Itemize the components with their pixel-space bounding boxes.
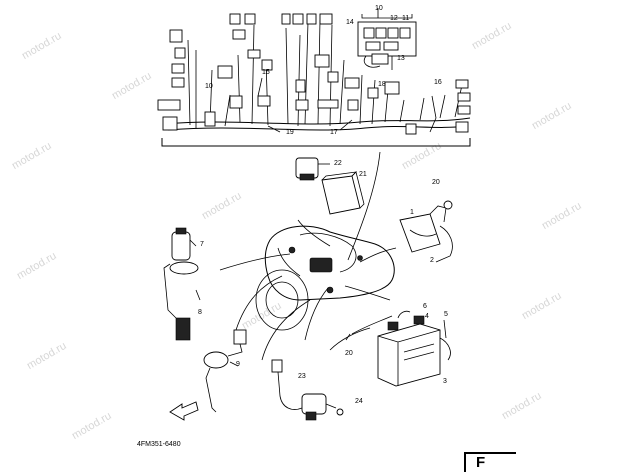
callout-5: 5 [444,311,448,318]
callout-15: 15 [262,69,270,76]
part-1-starter-relay [399,200,453,263]
callout-24: 24 [355,398,363,405]
callout-10: 10 [375,5,383,12]
callout-6: 6 [423,303,427,310]
callout-12: 12 [390,15,398,22]
callout-14: 14 [346,19,354,26]
part-7-ignition-switch [163,227,201,341]
part-3-battery [345,310,451,387]
callout-1: 1 [410,209,414,216]
callout-7: 7 [200,241,204,248]
part-9-switch [203,329,247,413]
callout-11: 11 [402,15,409,22]
callout-18: 18 [378,81,386,88]
part-21-control-unit [321,171,365,215]
callout-17: 17 [330,129,338,136]
callout-22: 22 [334,160,342,167]
leader-lines [219,151,397,361]
wire-harness-assembly [157,8,471,147]
callout-20: 20 [432,179,440,186]
callout-8: 8 [198,309,202,316]
callout-20b: 20 [345,350,353,357]
part-22-relay [295,157,330,181]
callout-9: 9 [236,361,240,368]
callout-16: 16 [434,79,442,86]
callout-labels: 1 2 3 4 5 6 7 8 9 10 11 12 13 14 15 16 1… [198,5,448,405]
corner-mark: F [464,452,516,472]
part-23-sensor [271,359,344,421]
front-arrow-icon [169,401,199,421]
callout-10-left: 10 [205,83,213,90]
callout-4: 4 [425,313,429,320]
callout-2: 2 [430,257,434,264]
vehicle-outline [255,225,395,331]
callout-3: 3 [443,378,447,385]
part-code: 4FM351-6480 [137,441,181,448]
callout-13: 13 [397,55,405,62]
callout-19: 19 [286,129,294,136]
callout-23: 23 [298,373,306,380]
callout-21: 21 [359,171,367,178]
